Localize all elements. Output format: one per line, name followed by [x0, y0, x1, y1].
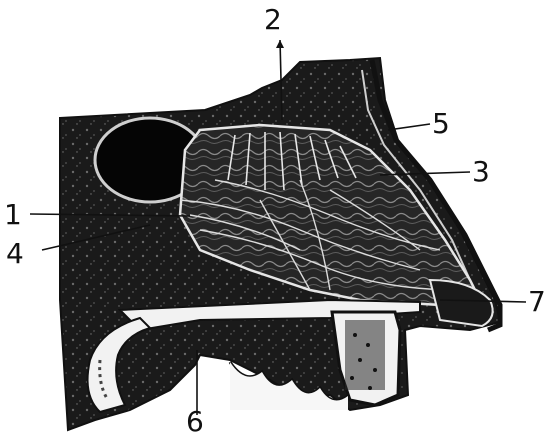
- callout-label-1: 1: [4, 201, 22, 229]
- callout-label-5: 5: [432, 110, 450, 138]
- callout-label-2: 2: [264, 6, 282, 34]
- callout-label-7: 7: [528, 288, 546, 316]
- callout-label-3: 3: [472, 158, 490, 186]
- callout-label-6: 6: [186, 408, 204, 436]
- callout-label-4: 4: [6, 240, 24, 268]
